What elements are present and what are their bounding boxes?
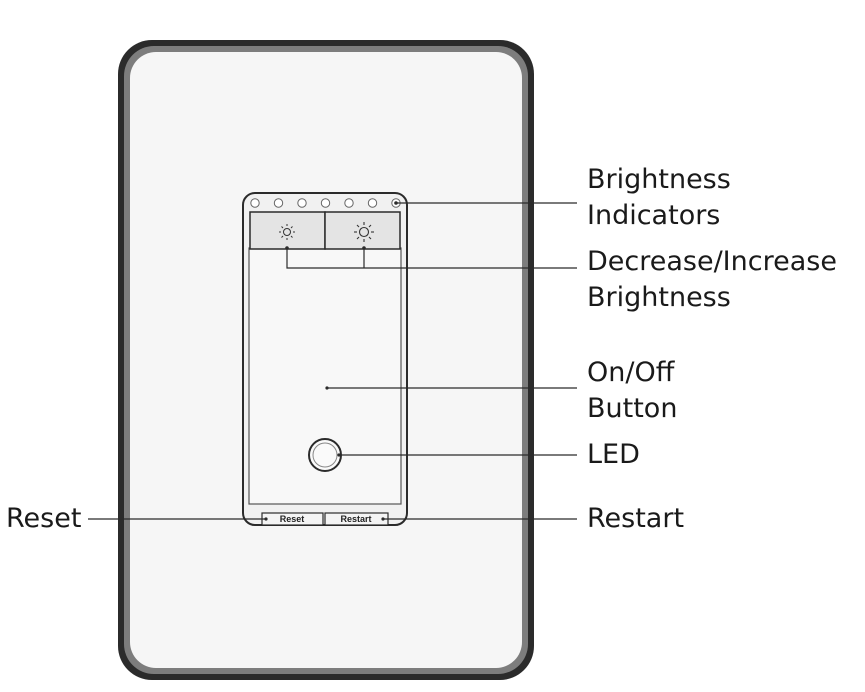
decrease-increase-label-line2: Brightness [587,282,731,313]
sun-bright-icon [354,222,374,242]
on-off-label-line1: On/Off [587,357,675,388]
reset-label: Reset [6,503,82,534]
decrease-increase-label: Decrease/Increase Brightness [587,244,837,316]
led-indicator [308,438,342,472]
brightness-indicator-dot [273,198,284,208]
brightness-indicators-label-line1: Brightness [587,164,731,195]
brightness-indicator-dot [320,198,331,208]
reset-button[interactable]: Reset [261,512,324,526]
brightness-indicators-label-line2: Indicators [587,200,721,231]
restart-label: Restart [587,503,685,534]
brightness-indicator-dot [344,198,354,208]
brightness-indicator-dot [250,198,260,208]
decrease-increase-label-line1: Decrease/Increase [587,246,837,277]
restart-button[interactable]: Restart [324,512,389,526]
sun-dim-icon [279,224,295,240]
brightness-indicators-label: Brightness Indicators [587,162,731,234]
restart-button-label: Restart [340,514,371,524]
increase-brightness-button[interactable] [324,211,401,250]
on-off-label: On/Off Button [587,355,677,427]
on-off-label-line2: Button [587,393,678,424]
leader-lines [88,202,577,520]
brightness-indicator-dot [367,198,378,208]
brightness-indicator-dot [297,198,307,208]
decrease-brightness-button[interactable] [249,211,326,250]
reset-button-label: Reset [280,514,305,524]
led-label: LED [587,439,640,470]
leader-dots [264,201,398,521]
